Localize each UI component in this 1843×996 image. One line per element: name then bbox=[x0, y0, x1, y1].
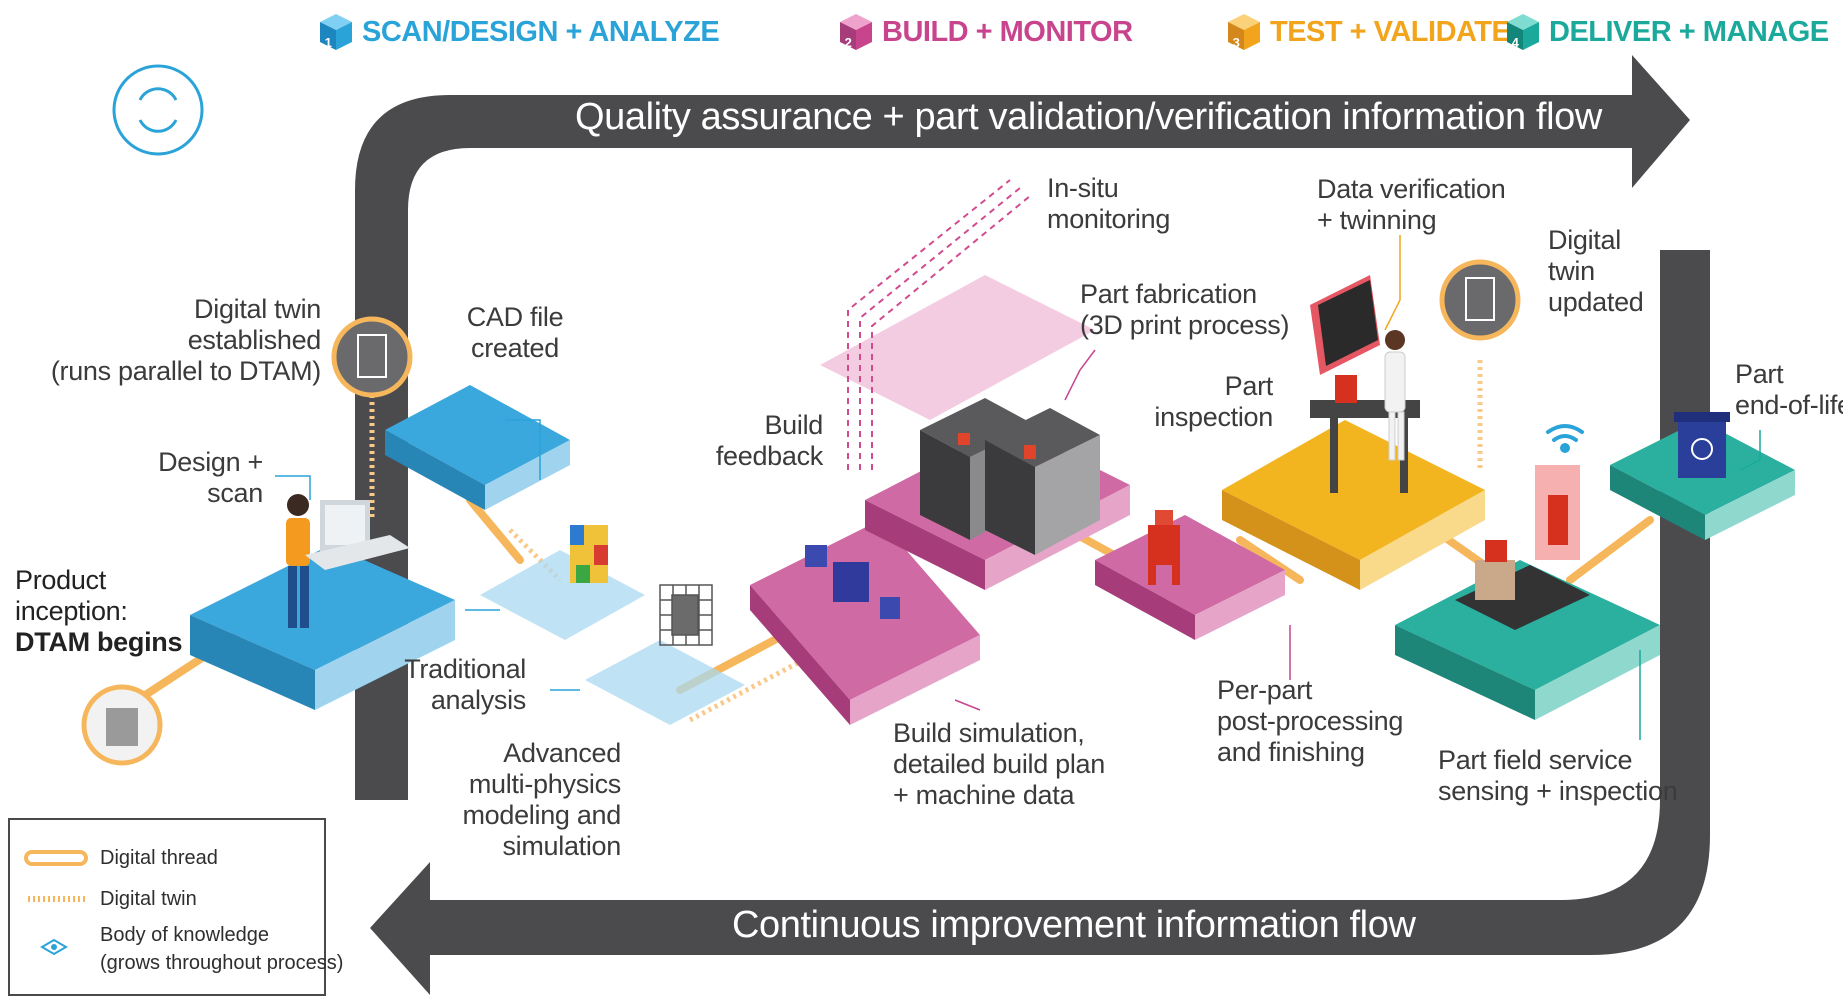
platform-post-processing bbox=[1095, 515, 1285, 640]
digital-twin-badge-established bbox=[331, 316, 413, 398]
in-situ-lines bbox=[847, 179, 1031, 470]
legend-digital-twin: Digital twin bbox=[10, 883, 324, 913]
leader-lines-teal bbox=[1639, 430, 1761, 740]
label-product-inception: Product inception: DTAM begins bbox=[15, 565, 183, 657]
body-of-knowledge-icon bbox=[40, 938, 68, 956]
cube-2-icon: 2 bbox=[840, 12, 872, 52]
legend-digital-thread: Digital thread bbox=[10, 842, 324, 872]
label-part-inspection: Part inspection bbox=[1154, 371, 1273, 432]
label-digital-twin-established: Digital twin established (runs parallel … bbox=[50, 294, 321, 386]
phase-1-header: 1 SCAN/DESIGN + ANALYZE bbox=[320, 12, 720, 52]
platform-advanced-modeling bbox=[585, 640, 745, 725]
bottom-flow-label: Continuous improvement information flow bbox=[732, 904, 1416, 946]
cube-1-icon: 1 bbox=[320, 12, 352, 52]
label-design-scan: Design + scan bbox=[158, 447, 263, 508]
label-build-simulation: Build simulation, detailed build plan + … bbox=[893, 718, 1105, 810]
recycle-bin bbox=[1674, 412, 1730, 478]
legend: Digital thread Digital twin Body of know… bbox=[8, 818, 343, 996]
label-end-of-life: Part end-of-life bbox=[1735, 359, 1843, 420]
leader-lines-yellow bbox=[1384, 235, 1401, 331]
cube-4-icon: 4 bbox=[1507, 12, 1539, 52]
leader-lines bbox=[275, 419, 580, 691]
mesh-part bbox=[659, 584, 713, 646]
platform-field-service bbox=[1395, 560, 1660, 720]
legend-body-of-knowledge: Body of knowledge (grows throughout proc… bbox=[10, 923, 343, 974]
leader-lines-pink bbox=[954, 349, 1291, 711]
label-advanced-modeling: Advanced multi-physics modeling and simu… bbox=[462, 738, 621, 861]
phase-1-label: SCAN/DESIGN + ANALYZE bbox=[362, 15, 720, 48]
phase-2-label: BUILD + MONITOR bbox=[882, 15, 1133, 48]
phase-4-header: 4 DELIVER + MANAGE bbox=[1507, 12, 1829, 52]
platform-design-scan bbox=[190, 545, 455, 710]
inspection-station bbox=[1310, 275, 1420, 493]
build-plane bbox=[820, 275, 1095, 420]
phase-4-label: DELIVER + MANAGE bbox=[1549, 15, 1829, 48]
label-field-service: Part field service sensing + inspection bbox=[1438, 745, 1678, 806]
top-flow-arrow bbox=[355, 55, 1690, 800]
platform-traditional-analysis bbox=[480, 550, 645, 640]
cycle-icon bbox=[112, 64, 204, 156]
3d-printer-2 bbox=[985, 408, 1100, 555]
wifi-icon bbox=[1546, 424, 1584, 453]
phase-3-header: 3 TEST + VALIDATE bbox=[1228, 12, 1511, 52]
label-data-verification: Data verification + twinning bbox=[1317, 174, 1506, 235]
label-post-processing: Per-part post-processing and finishing bbox=[1217, 675, 1404, 767]
bottom-flow-arrow bbox=[370, 250, 1710, 995]
label-in-situ: In-situ monitoring bbox=[1047, 173, 1171, 234]
field-service-conveyor bbox=[1455, 465, 1590, 630]
label-digital-twin-updated: Digital twin updated bbox=[1548, 225, 1644, 317]
phase-2-header: 2 BUILD + MONITOR bbox=[840, 12, 1133, 52]
top-flow-label: Quality assurance + part validation/veri… bbox=[575, 96, 1602, 138]
cube-3-icon: 3 bbox=[1228, 12, 1260, 52]
designer-figure bbox=[286, 494, 410, 628]
phase-3-label: TEST + VALIDATE bbox=[1270, 15, 1511, 48]
label-part-fabrication: Part fabrication (3D print process) bbox=[1080, 279, 1290, 340]
digital-twin-swatch bbox=[28, 896, 86, 902]
label-traditional-analysis: Traditional analysis bbox=[404, 654, 526, 715]
label-build-feedback: Build feedback bbox=[715, 410, 823, 471]
platform-part-inspection bbox=[1222, 420, 1485, 590]
heatmap-part bbox=[570, 525, 608, 583]
label-cad-file: CAD file created bbox=[466, 302, 564, 363]
product-inception-badge bbox=[81, 684, 163, 766]
digital-twin-badge-updated bbox=[1439, 259, 1521, 341]
digital-thread-swatch bbox=[24, 850, 88, 866]
platform-cad-file bbox=[385, 385, 570, 510]
build-sim-cubes bbox=[805, 545, 900, 619]
post-processing-part bbox=[1148, 510, 1180, 585]
